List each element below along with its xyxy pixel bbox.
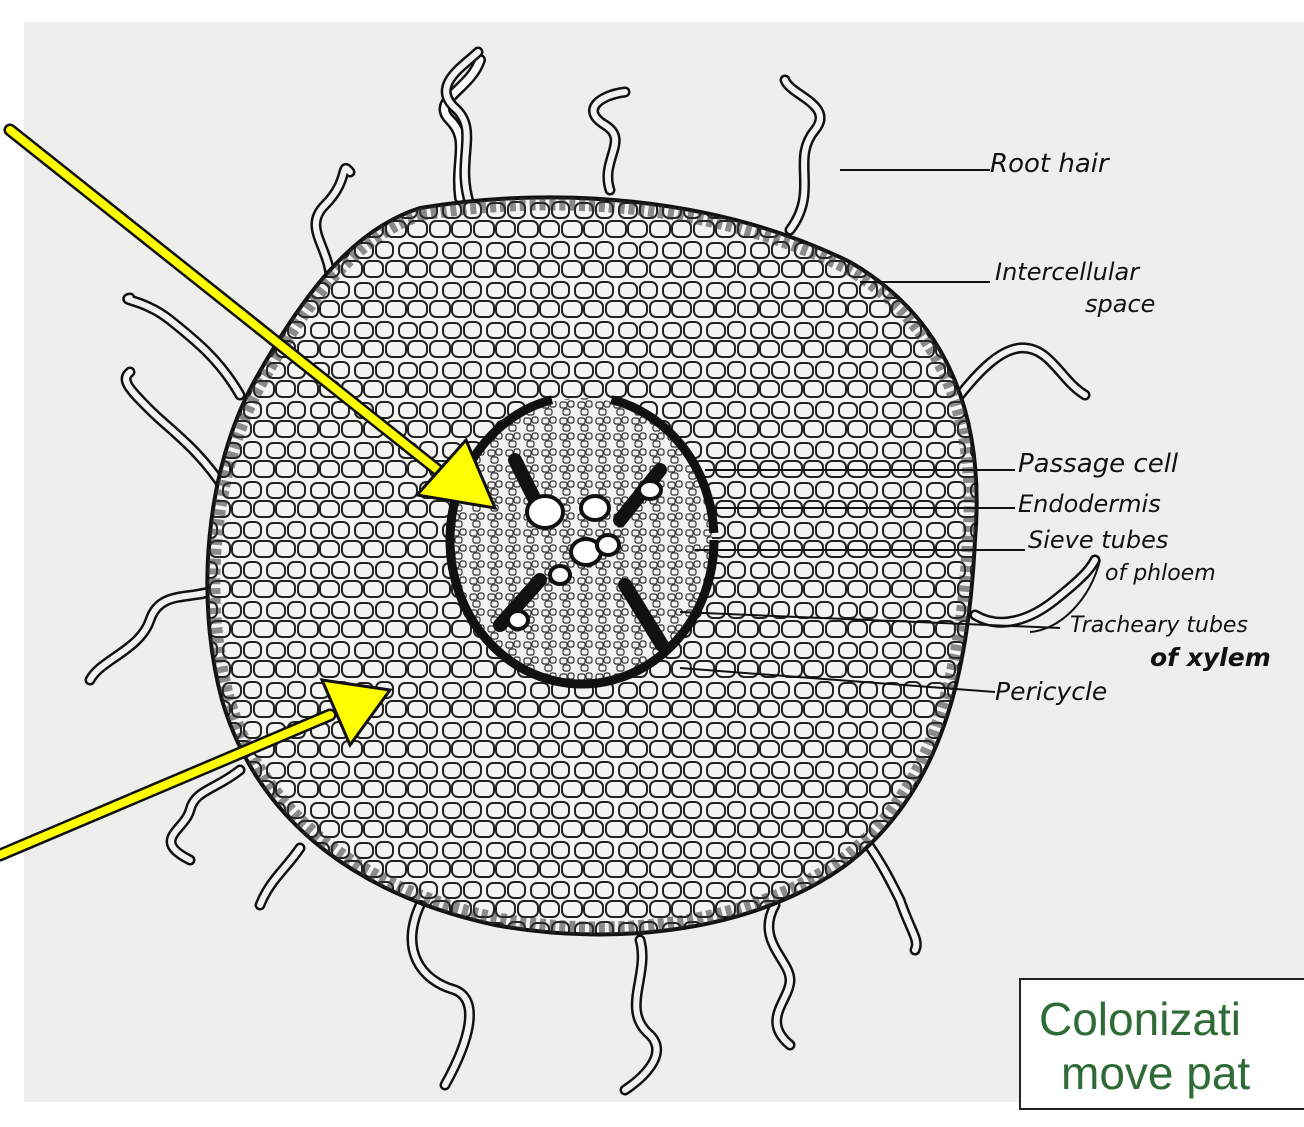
label-root-hair: Root hair: [990, 149, 1111, 179]
stele: [450, 396, 714, 684]
label-sieve-tubes: Sieve tubes: [1028, 526, 1168, 554]
callout-line-2: move pat: [1061, 1046, 1250, 1100]
label-of-xylem: of xylem: [1150, 643, 1271, 672]
label-space: space: [1085, 290, 1155, 318]
label-tracheary-tubes: Tracheary tubes: [1070, 613, 1248, 638]
label-intercellular: Intercellular: [995, 258, 1141, 286]
label-passage-cell: Passage cell: [1018, 449, 1179, 479]
label-endodermis: Endodermis: [1018, 490, 1161, 518]
callout-line-1: Colonizati: [1039, 992, 1241, 1046]
label-of-phloem: of phloem: [1105, 561, 1216, 586]
colonization-callout: Colonizati move pat: [1019, 978, 1304, 1110]
label-pericycle: Pericycle: [995, 677, 1107, 706]
diagram-labels: Root hair Intercellular space Passage ce…: [990, 149, 1271, 706]
